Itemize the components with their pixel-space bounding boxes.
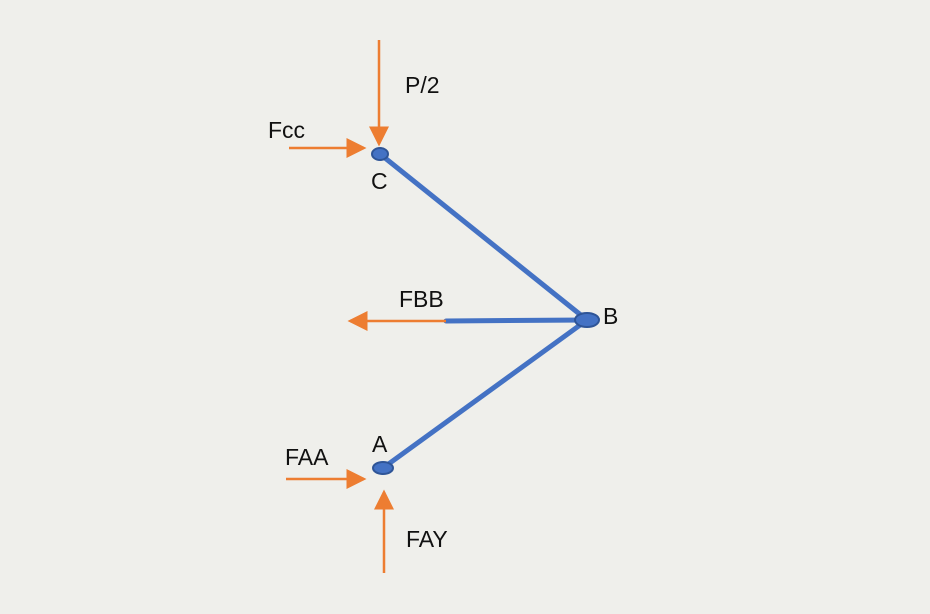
member-b-a: [380, 317, 590, 471]
joint-a: [372, 461, 394, 475]
force-label-faa: FAA: [285, 444, 329, 470]
joint-b: [574, 312, 600, 328]
member-b-bar: [443, 317, 590, 324]
member-c-b: [377, 151, 590, 323]
joint-c: [371, 147, 389, 161]
force-label-fcc: Fcc: [268, 117, 306, 143]
node-label-b: B: [603, 303, 619, 329]
node-label-a: A: [372, 431, 388, 457]
force-label-fbb: FBB: [399, 286, 444, 312]
force-label-fay: FAY: [406, 526, 448, 552]
node-label-c: C: [371, 168, 388, 194]
force-label-p-half: P/2: [405, 72, 440, 98]
